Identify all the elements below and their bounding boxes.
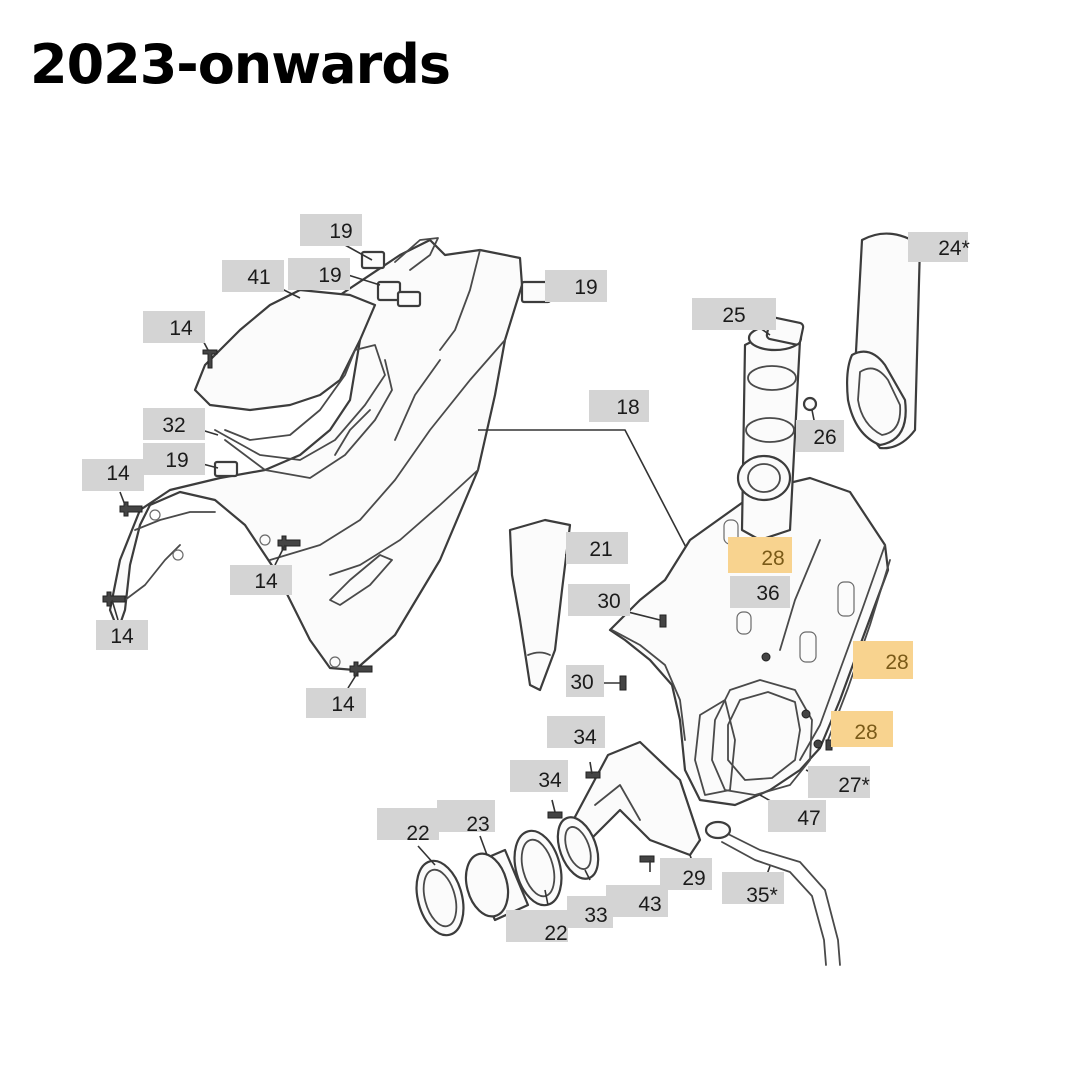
part-label-19: 19 [143,443,205,475]
svg-text:22: 22 [406,822,429,845]
part-label-30: 30 [566,665,604,697]
svg-text:25: 25 [722,304,745,327]
svg-text:28: 28 [761,547,784,570]
svg-text:34: 34 [573,726,597,749]
part-labels: 19 41 19 19 14 32 19 14 [82,214,970,945]
part-label-28: 28 [831,711,893,747]
svg-text:24*: 24* [938,237,970,260]
svg-text:43: 43 [638,893,661,916]
svg-text:14: 14 [331,693,355,716]
page-title: 2023-onwards [30,33,451,96]
part-label-14: 14 [306,688,366,718]
part-label-22: 22 [377,808,439,845]
svg-text:14: 14 [254,570,278,593]
airbox-housing [608,476,890,807]
part-label-19: 19 [288,258,350,290]
flap-panel [508,518,572,692]
svg-text:22: 22 [544,922,567,945]
part-label-14: 14 [96,620,148,650]
svg-text:23: 23 [466,813,489,836]
part-label-36: 36 [730,576,790,608]
svg-text:18: 18 [616,396,639,419]
part-label-25: 25 [692,298,776,330]
part-label-28: 28 [853,641,913,679]
part-label-21: 21 [566,532,628,564]
svg-text:28: 28 [854,721,877,744]
part-label-27: 27* [808,766,870,798]
svg-text:14: 14 [110,625,134,648]
part-label-34: 34 [547,716,605,749]
part-label-26: 26 [796,420,844,452]
svg-text:14: 14 [169,317,193,340]
number-plate [193,288,377,412]
svg-text:21: 21 [589,538,612,561]
part-label-34: 34 [510,760,568,792]
svg-text:34: 34 [538,769,562,792]
svg-text:27*: 27* [838,774,870,797]
part-label-24: 24* [908,232,970,262]
part-label-29: 29 [660,858,712,890]
part-label-19: 19 [300,214,362,246]
svg-text:41: 41 [247,266,270,289]
svg-text:14: 14 [106,462,130,485]
svg-text:28: 28 [885,651,908,674]
part-label-14: 14 [143,311,205,343]
part-label-30: 30 [568,584,630,616]
svg-text:19: 19 [165,449,188,472]
part-label-28: 28 [728,537,792,573]
svg-text:35*: 35* [746,884,778,907]
svg-text:36: 36 [756,582,779,605]
svg-text:30: 30 [597,590,620,613]
part-label-14: 14 [230,565,292,595]
svg-text:47: 47 [797,807,820,830]
svg-text:19: 19 [318,264,341,287]
side-cover-assembly [102,237,552,677]
part-label-14: 14 [82,459,144,491]
svg-text:19: 19 [329,220,352,243]
part-label-32: 32 [143,408,205,440]
svg-text:33: 33 [584,904,607,927]
part-label-35: 35* [722,872,784,907]
part-label-18: 18 [589,390,649,422]
part-label-22: 22 [506,910,568,945]
part-label-23: 23 [437,800,495,836]
svg-text:32: 32 [162,414,185,437]
part-label-47: 47 [768,800,826,832]
part-label-41: 41 [222,260,284,292]
svg-text:26: 26 [813,426,836,449]
part-label-33: 33 [567,896,613,928]
svg-text:19: 19 [574,276,597,299]
part-label-19: 19 [545,270,607,302]
part-label-43: 43 [606,885,668,917]
svg-text:30: 30 [570,671,593,694]
svg-text:29: 29 [682,867,705,890]
